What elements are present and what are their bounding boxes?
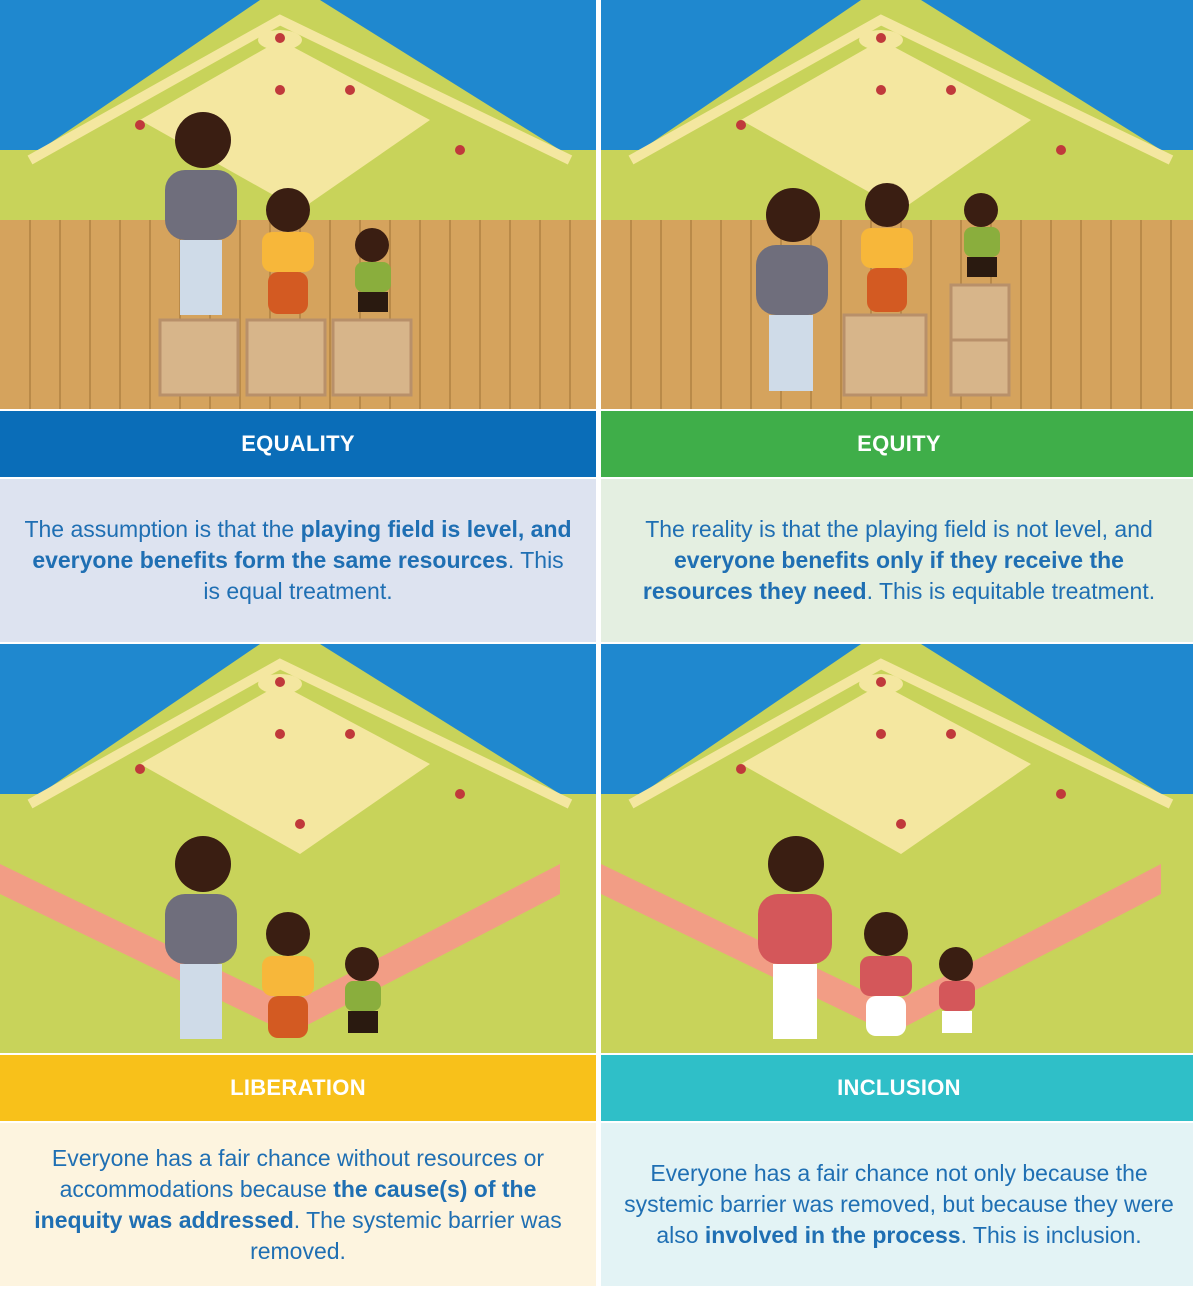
player-figure — [275, 729, 285, 739]
player-figure — [876, 677, 886, 687]
illustration-inclusion — [601, 644, 1193, 1053]
player-figure — [295, 819, 305, 829]
crate — [245, 318, 327, 397]
desc-segment: . This is inclusion. — [960, 1222, 1142, 1248]
banner-title: EQUALITY — [241, 431, 355, 456]
player-figure — [736, 764, 746, 774]
child-figure — [861, 183, 913, 312]
player-figure — [275, 677, 285, 687]
banner-equity: EQUITY — [601, 411, 1193, 477]
child-figure — [262, 188, 314, 314]
player-figure — [275, 85, 285, 95]
adult-figure — [756, 188, 828, 391]
crate — [842, 313, 928, 397]
desc-bold-segment: involved in the process — [704, 1222, 961, 1248]
desc-segment: Everyone has a fair chance without resou… — [51, 1144, 545, 1202]
desc-segment: . The systemic barrier was removed. — [250, 1206, 562, 1264]
crate — [331, 318, 413, 397]
description-text: Everyone has a fair chance without resou… — [22, 1143, 574, 1267]
player-figure — [275, 33, 285, 43]
player-figure — [1056, 789, 1066, 799]
illustration-equity — [601, 0, 1193, 409]
stands-right — [320, 0, 596, 150]
desc-bold-segment: everyone benefits only if they receive t… — [642, 547, 1124, 604]
player-figure — [946, 729, 956, 739]
banner-title: LIBERATION — [230, 1075, 366, 1100]
player-figure — [876, 729, 886, 739]
adult-figure — [165, 836, 237, 1039]
desc-bold-segment: the cause(s) of the inequity was address… — [34, 1175, 537, 1233]
crate — [949, 338, 1011, 397]
description-text: Everyone has a fair chance not only beca… — [623, 1158, 1175, 1251]
description-text: The assumption is that the playing field… — [22, 514, 574, 607]
desc-segment: The assumption is that the — [24, 516, 301, 542]
toddler-figure — [964, 193, 1000, 277]
player-figure — [455, 789, 465, 799]
desc-segment: . This is equal treatment. — [203, 547, 564, 604]
player-figure — [896, 819, 906, 829]
adult-figure — [165, 112, 237, 315]
toddler-figure — [355, 228, 391, 312]
banner-liberation: LIBERATION — [0, 1055, 596, 1121]
player-figure — [876, 33, 886, 43]
player-figure — [876, 85, 886, 95]
description-text: The reality is that the playing field is… — [623, 514, 1175, 607]
player-figure — [345, 729, 355, 739]
illustration-liberation — [0, 644, 596, 1053]
banner-inclusion: INCLUSION — [601, 1055, 1193, 1121]
child-figure — [860, 912, 912, 1036]
description-equality: The assumption is that the playing field… — [0, 479, 596, 642]
player-figure — [345, 85, 355, 95]
child-figure — [262, 912, 314, 1038]
player-figure — [455, 145, 465, 155]
player-figure — [135, 764, 145, 774]
toddler-figure — [345, 947, 381, 1033]
player-figure — [1056, 145, 1066, 155]
stands-left — [0, 0, 260, 150]
player-figure — [135, 120, 145, 130]
desc-segment: . This is equitable treatment. — [866, 578, 1156, 604]
illustration-equality — [0, 0, 596, 409]
banner-equality: EQUALITY — [0, 411, 596, 477]
player-figure — [736, 120, 746, 130]
description-inclusion: Everyone has a fair chance not only beca… — [601, 1123, 1193, 1286]
infield — [140, 40, 430, 210]
crate — [949, 283, 1011, 342]
desc-bold-segment: playing field is level, and everyone ben… — [32, 516, 572, 573]
banner-title: EQUITY — [857, 431, 941, 456]
description-liberation: Everyone has a fair chance without resou… — [0, 1123, 596, 1286]
desc-segment: Everyone has a fair chance not only beca… — [624, 1160, 1174, 1248]
description-equity: The reality is that the playing field is… — [601, 479, 1193, 642]
adult-figure — [758, 836, 832, 1039]
banner-title: INCLUSION — [837, 1075, 961, 1100]
desc-segment: The reality is that the playing field is… — [645, 516, 1153, 542]
crate — [158, 318, 240, 397]
player-figure — [946, 85, 956, 95]
toddler-figure — [939, 947, 975, 1033]
